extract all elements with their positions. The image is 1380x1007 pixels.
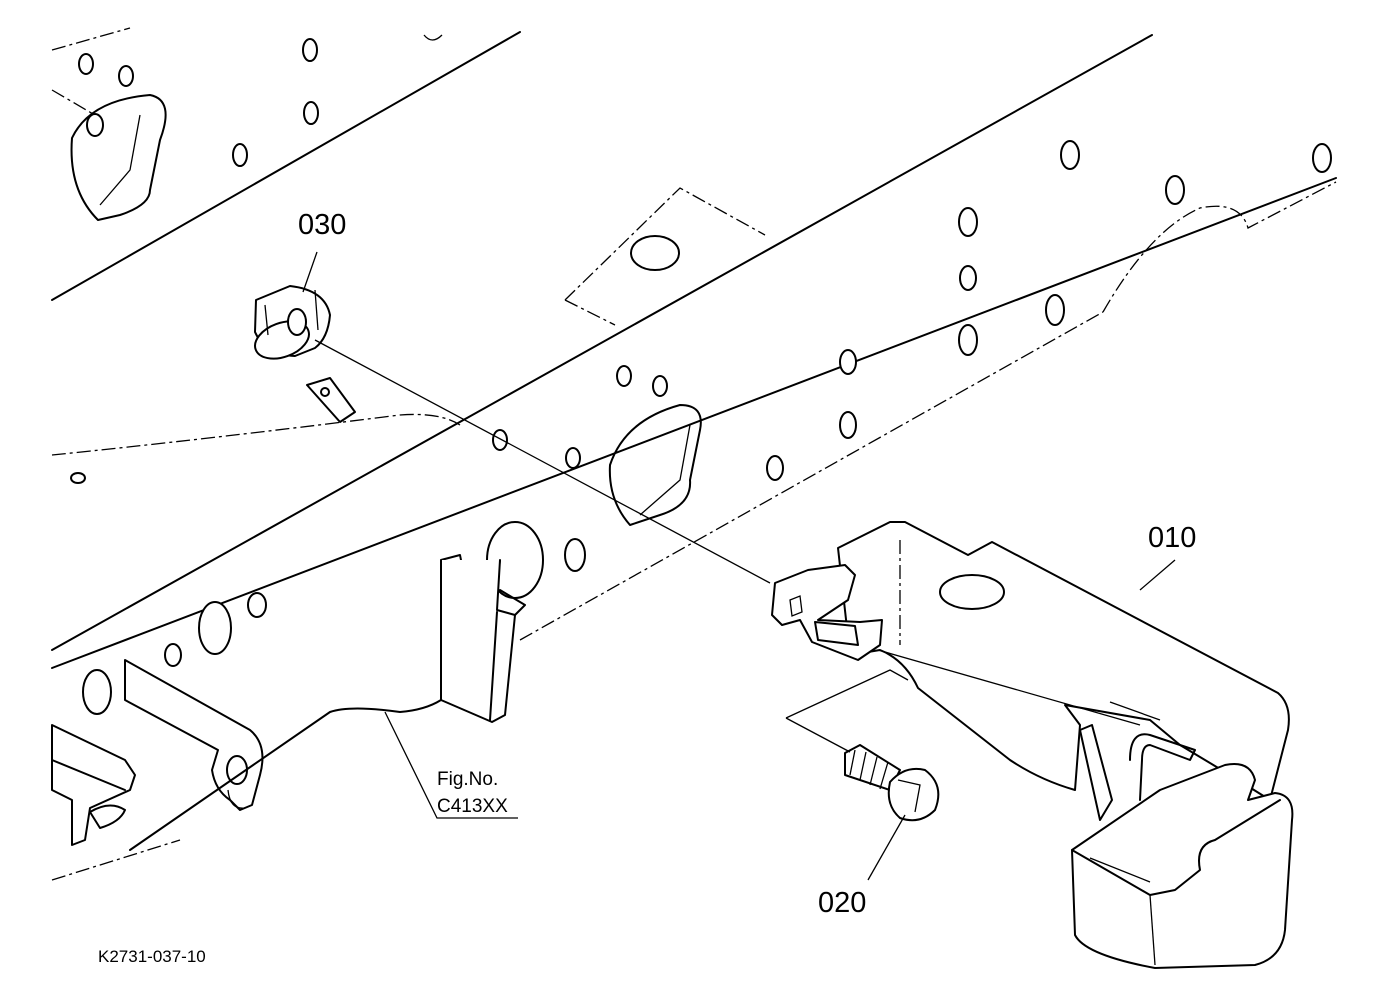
drawing-code: K2731-037-10 <box>98 947 206 966</box>
part-020-bolt <box>844 744 940 822</box>
part-030-flange-nut <box>254 285 331 360</box>
callout-010: 010 <box>1148 522 1196 554</box>
lower-left-hardware <box>51 554 526 851</box>
part-010-bracket <box>771 521 1294 969</box>
assembly-lines <box>302 251 1176 881</box>
figure-ref-prefix: Fig.No. <box>437 769 498 790</box>
callout-020: 020 <box>818 887 866 919</box>
upper-frame-member <box>51 27 521 301</box>
main-frame-member <box>51 34 1337 881</box>
figure-ref-number: C413XX <box>437 796 508 817</box>
callout-030: 030 <box>298 209 346 241</box>
